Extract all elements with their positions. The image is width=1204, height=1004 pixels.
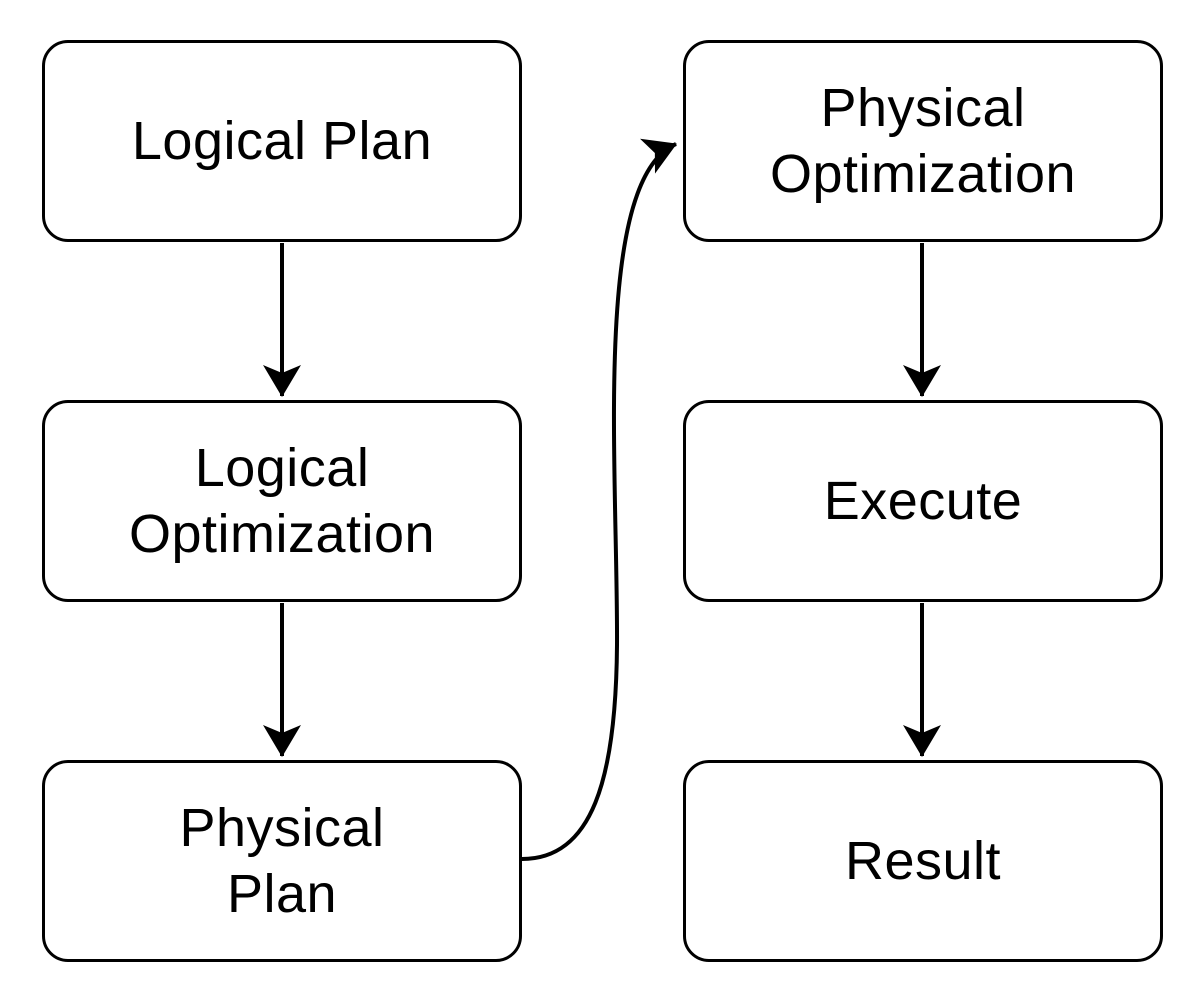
node-execute: Execute [683,400,1163,602]
node-physical-optimization: Physical Optimization [683,40,1163,242]
node-label-line: Physical [179,798,385,858]
node-physical-plan: Physical Plan [42,760,522,962]
node-label-line: Physical [820,78,1026,138]
node-logical-optimization: Logical Optimization [42,400,522,602]
node-label-line: Plan [226,864,338,924]
node-label-line: Optimization [128,504,436,564]
node-label-line: Result [844,831,1002,891]
node-label-line: Optimization [769,144,1077,204]
node-label-line: Logical Plan [131,111,433,171]
node-logical-plan: Logical Plan [42,40,522,242]
node-result: Result [683,760,1163,962]
node-label-line: Execute [823,471,1023,531]
edge-physical-plan-to-physical-optimization [521,138,677,861]
node-label-line: Logical [194,438,370,498]
